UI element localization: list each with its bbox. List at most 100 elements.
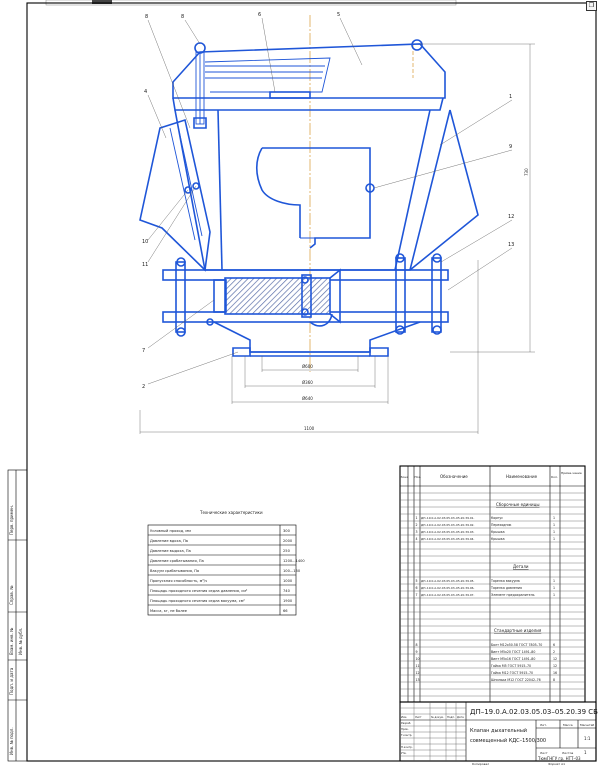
cover-skirt	[172, 97, 444, 111]
spec-name: Крышка	[491, 530, 505, 534]
role-check: Пров.	[401, 727, 409, 731]
spec-header-designation: Обозначение	[440, 474, 468, 479]
side-inv-dubl: Инв. № дубл.	[18, 628, 23, 655]
top-cover-inner	[204, 57, 331, 93]
tech-row-value: 100...150	[283, 569, 301, 573]
doc-code: ДП–19.0.А.02.03.05.03–05.20.39 СБ	[470, 708, 598, 716]
callout-12: 12	[508, 214, 514, 220]
role-date: Дата	[457, 715, 464, 719]
spec-designation: ДП–19.0.А.02.03.05.03–05.20.39.03.	[421, 530, 475, 534]
litera-label: Лит.	[540, 723, 547, 727]
callout-9: 9	[509, 144, 512, 150]
side-flap	[139, 118, 211, 272]
tech-row-value: 740	[283, 589, 291, 593]
tech-row-label: Давление выдоха, Па	[150, 549, 191, 553]
spec-name: Винт М5х20 ГОСТ 1491–80	[491, 650, 535, 654]
spec-qty: 1	[553, 530, 555, 534]
sheet-label: Лист	[540, 751, 548, 755]
spec-pos: 6	[416, 586, 418, 590]
spec-pos: 1	[416, 516, 418, 520]
tech-row-value: 66	[283, 609, 288, 613]
tech-row-label: Давление срабатывания, Па	[150, 559, 204, 563]
side-sprav: Справ. №	[9, 586, 14, 605]
role-tcontrol: Т.контр.	[401, 733, 412, 737]
spec-header-note: Приме-чание	[561, 471, 582, 475]
spec-designation: ДП–19.0.А.02.03.05.03–05.20.39.04.	[421, 537, 475, 541]
callouts: 8 8 6 5 4 1 9 10 11 12 13 7 2	[142, 12, 514, 390]
tech-row-value: 2000	[283, 539, 293, 543]
spec-qty: 16	[553, 671, 557, 675]
spec-name: Тарелка вакуума	[490, 579, 520, 583]
title-block: ДП–19.0.А.02.03.05.03–05.20.39 СБ Клапан…	[399, 701, 598, 766]
dim-600: Ø600	[302, 364, 313, 369]
dimensions: Ø600 Ø360 Ø640 1100 730	[139, 43, 535, 434]
tech-row-label: Давление вдоха, Па	[150, 539, 188, 543]
spec-pos: 5	[416, 579, 418, 583]
spec-qty: 8	[553, 678, 555, 682]
sheets-value: 1	[584, 750, 587, 755]
role-ncontrol: Н.контр.	[401, 745, 413, 749]
spec-pos: 9	[416, 650, 418, 654]
callout-11: 11	[142, 262, 148, 268]
tech-row-value: 300	[283, 529, 291, 533]
callout-2: 2	[142, 384, 145, 390]
dim-height: 730	[524, 168, 529, 176]
spec-pos: 12	[416, 671, 420, 675]
tech-row-label: Площадь проходного сечения седла вакуума…	[150, 599, 245, 603]
spec-designation: ДП–19.0.А.02.03.05.03–05.20.39.05.	[421, 579, 475, 583]
tech-row-value: 1000	[283, 579, 293, 583]
callout-8b: 8	[181, 14, 184, 20]
spec-pos: 8	[416, 643, 418, 647]
callout-8a: 8	[145, 14, 148, 20]
role-approve: Утв.	[401, 751, 407, 755]
spec-designation: ДП–19.0.А.02.03.05.03–05.20.39.06.	[421, 586, 475, 590]
spec-qty: 1	[553, 523, 555, 527]
organization: ТюмГНГУ гр. НТТ–03	[537, 756, 581, 761]
tech-specs-table: Технические характеристики Условный прох…	[147, 510, 305, 616]
bolt-top-right	[411, 39, 423, 51]
spec-header-zone: Зона	[401, 475, 409, 479]
spec-pos: 7	[416, 593, 418, 597]
spec-name: Гайка М12 ГОСТ 5915–70	[491, 671, 533, 675]
spec-header-name: Наименование	[506, 474, 538, 479]
callout-7: 7	[142, 348, 145, 354]
tech-specs-title: Технические характеристики	[199, 510, 263, 515]
side-inv-podl: Инв. № подл.	[9, 727, 14, 755]
side-vzam-inv: Взам. инв. №	[9, 628, 14, 655]
role-izm: Изм.	[401, 715, 407, 719]
spec-name: Тарелка давления	[490, 586, 522, 590]
spec-name: Гайка М5 ГОСТ 5915–70	[491, 664, 531, 668]
callout-5: 5	[337, 12, 340, 18]
top-toolbar-tab	[92, 0, 112, 4]
spec-qty: 12	[553, 664, 557, 668]
side-strip: Инв. № подл. Подп. и дата Взам. инв. № И…	[7, 469, 28, 762]
section-parts: Детали	[513, 564, 529, 569]
dim-640: Ø640	[302, 396, 313, 401]
spec-designation: ДП–19.0.А.02.03.05.03–05.20.39.01.	[421, 516, 475, 520]
spec-designation: ДП–19.0.А.02.03.05.03–05.20.39.02.	[421, 523, 475, 527]
spec-qty: 2	[553, 650, 555, 654]
spec-qty: 1	[553, 593, 555, 597]
spec-qty: 1	[553, 586, 555, 590]
spec-qty: 1	[553, 579, 555, 583]
spec-name: Шпилька М12 ГОСТ 22042–76	[491, 678, 541, 682]
tech-row-label: Площадь проходного сечения седла давлени…	[150, 589, 248, 593]
callout-10: 10	[142, 239, 148, 245]
callout-1: 1	[509, 94, 512, 100]
tech-row-label: Пропускная способность, м³/ч	[150, 579, 207, 583]
spec-table: Обозначение Наименование Зона Поз. Кол. …	[399, 465, 586, 703]
tech-row-label: Масса, кг, не более	[150, 609, 188, 613]
window-restore-icon[interactable]: ❐	[586, 1, 597, 11]
format-label: Формат А1	[548, 762, 565, 766]
section-standard: Стандартные изделия	[494, 628, 542, 633]
role-develop: Разраб.	[401, 721, 411, 725]
spec-qty: 12	[553, 657, 557, 661]
tech-row-value: 1200...1400	[283, 559, 305, 563]
spec-qty: 1	[553, 516, 555, 520]
spec-name: Корпус	[491, 516, 503, 520]
callout-13: 13	[508, 242, 514, 248]
spec-pos: 13	[416, 678, 420, 682]
side-podp-data: Подп. и дата	[9, 667, 14, 695]
spec-pos: 10	[416, 657, 420, 661]
